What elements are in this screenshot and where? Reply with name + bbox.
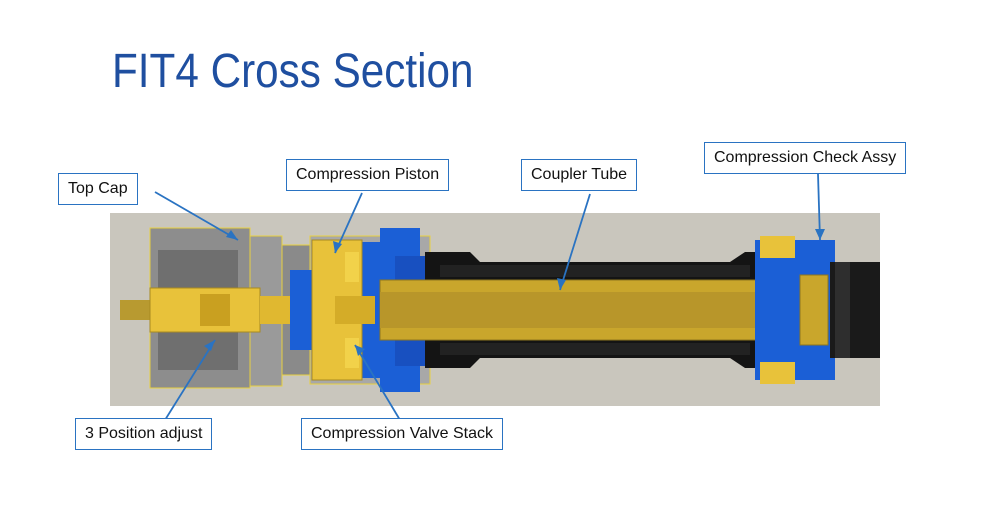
callout-compression-piston: Compression Piston [286, 159, 450, 191]
callout-compression-check-assy: Compression Check Assy [704, 142, 907, 174]
arrow-head-top-cap [226, 230, 238, 240]
callout-coupler-tube: Coupler Tube [521, 159, 638, 191]
arrow-head-coupler-tube [557, 278, 566, 290]
arrow-heads [204, 229, 825, 356]
leader-3-position-adjust [164, 339, 216, 421]
callout-3-position-adjust: 3 Position adjust [75, 418, 213, 450]
callout-compression-valve-stack: Compression Valve Stack [301, 418, 503, 450]
leader-compression-piston [334, 192, 363, 254]
compression-piston [311, 239, 375, 381]
arrow-head-compression-piston [333, 241, 342, 253]
leader-coupler-tube [559, 193, 591, 291]
arrow-head-compression-check [815, 229, 825, 240]
leader-top-cap [154, 191, 239, 241]
page-title: FIT4 Cross Section [112, 45, 474, 98]
compression-check-assembly [755, 236, 880, 384]
arrow-head-valve-stack [355, 345, 365, 356]
callout-top-cap: Top Cap [58, 173, 138, 205]
leader-valve-stack [354, 344, 401, 421]
leader-lines [154, 173, 821, 421]
arrow-head-3-position-adjust [204, 340, 215, 351]
